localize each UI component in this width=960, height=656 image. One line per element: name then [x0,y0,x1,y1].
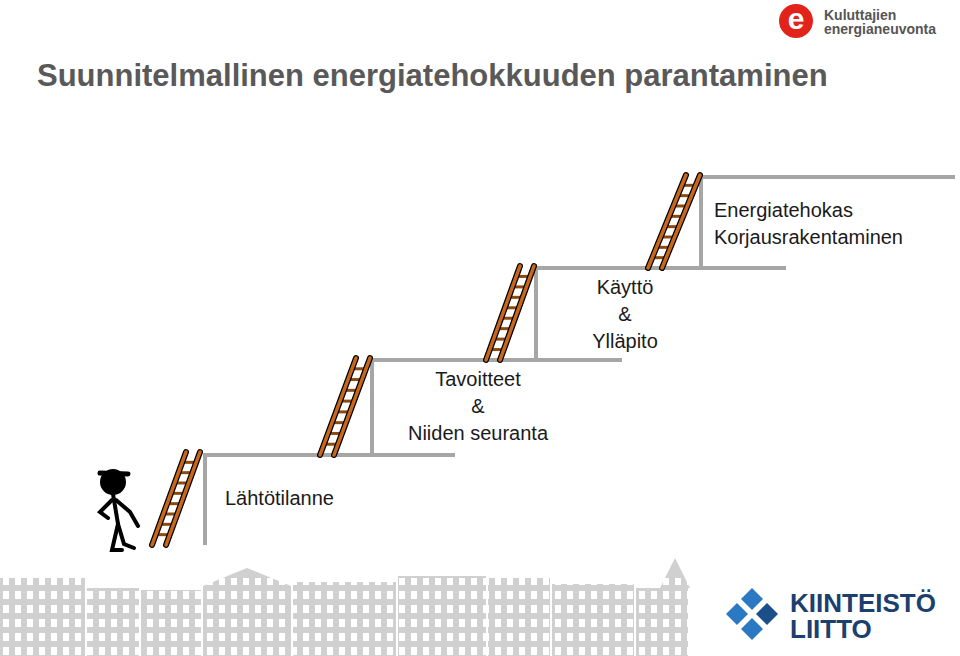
step-label: Energiatehokas [714,199,853,222]
ladder-rail [334,358,370,455]
stair-steps [205,177,955,545]
step-label: Tavoitteet [435,368,521,391]
building-skyline [0,558,690,656]
ladder-rail [500,266,534,360]
ladder-rail [166,452,200,545]
person-figure [100,471,138,550]
ladder-rail [334,358,370,455]
title: Suunnitelmallinen energiatehokkuuden par… [37,58,828,94]
step-label: Lähtötilanne [225,487,334,510]
ladder-rail [662,175,700,268]
ladder-rail [662,175,700,268]
logo-text: KIINTEISTÖ [790,590,936,616]
logo-diamonds [726,588,778,640]
step-label: & [618,303,631,326]
logo-text: LIITTO [790,616,872,642]
ladder-rail [166,452,200,545]
ladders [152,175,700,545]
step-label: Ylläpito [592,330,658,353]
logo-letter: e [788,2,805,37]
logo-text: energianeuvonta [824,22,936,36]
ladder-rail [500,266,534,360]
step-label: & [471,395,484,418]
step-label: Käyttö [597,276,654,299]
step-label: Niiden seuranta [408,422,548,445]
logo-text: Kuluttajien [824,8,896,22]
step-label: Korjausrakentaminen [714,226,903,249]
